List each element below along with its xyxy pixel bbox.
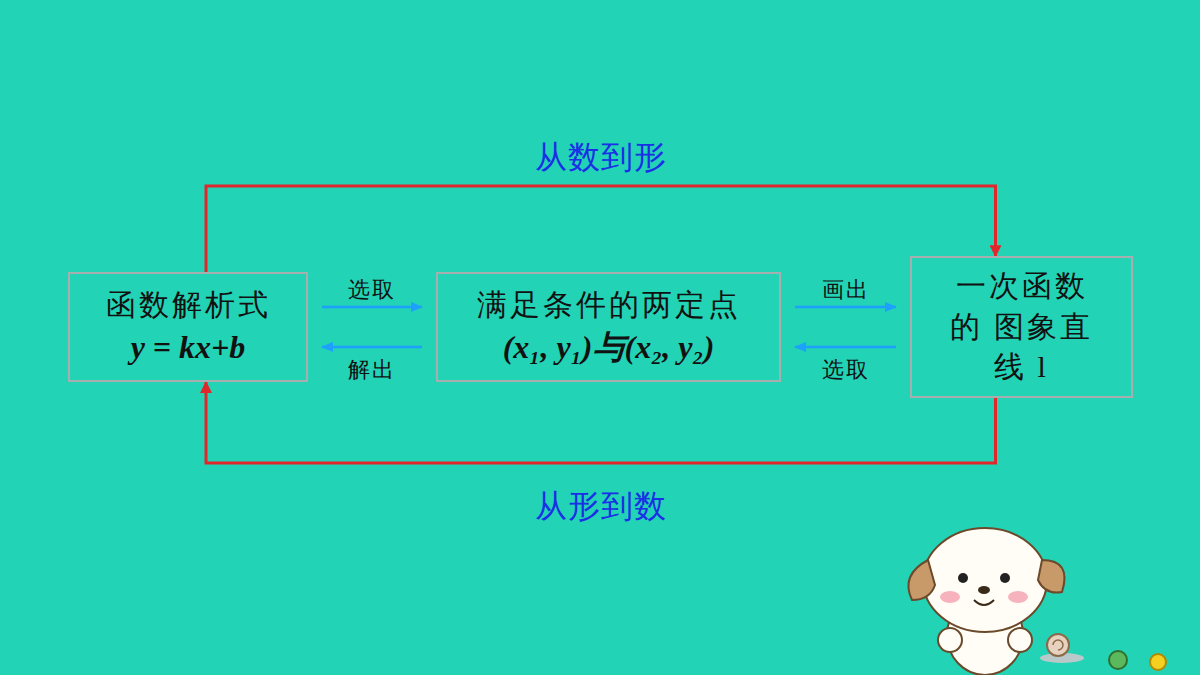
arrow-label: 选取 [822,355,870,385]
box-text: 函数解析式 [106,285,271,326]
arrow-label: 画出 [822,275,870,305]
arrow-label: 选取 [348,275,396,305]
arrow-label: 从形到数 [535,485,667,529]
flow-arrow [206,186,996,272]
dog-illustration [908,528,1064,675]
box-text: 一次函数的 图象直线 l [941,266,1103,388]
arrow-label: 解出 [348,355,396,385]
box-text: 满足条件的两定点 [477,285,741,326]
step-arrow [322,306,422,309]
box-text: (x₁, y₁)与(x₂, y₂) [503,326,715,369]
arrow-label: 从数到形 [535,136,667,180]
step-arrow [322,346,422,349]
process-box: 满足条件的两定点(x₁, y₁)与(x₂, y₂) [436,272,781,382]
box-text: y = kx+b [131,326,246,369]
step-arrow [795,306,896,309]
process-box: 一次函数的 图象直线 l [910,256,1133,398]
process-box: 函数解析式y = kx+b [68,272,308,382]
step-arrow [795,346,896,349]
flow-arrow [206,382,996,463]
snail-decoration [1040,634,1166,670]
